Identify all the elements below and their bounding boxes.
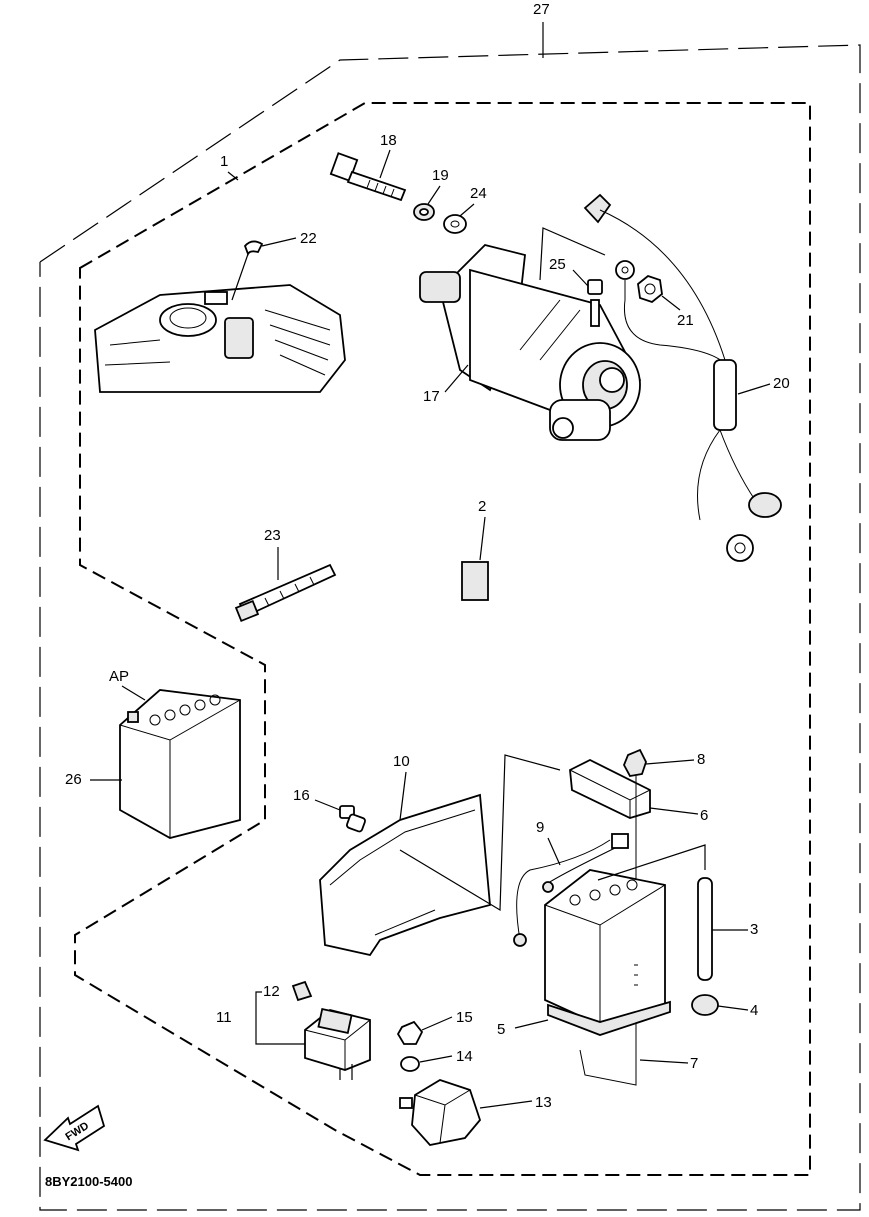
callout-1: 1: [220, 153, 228, 170]
part-9-wire: [513, 833, 629, 947]
part-18-bolt: [329, 152, 407, 202]
ap-label: AP: [109, 668, 129, 685]
callout-15: 15: [456, 1009, 473, 1026]
assembly-27-boundary: [39, 44, 861, 1211]
callout-8: 8: [697, 751, 705, 768]
callout-19: 19: [432, 167, 449, 184]
part-11-relay: [304, 1008, 371, 1080]
callout-2: 2: [478, 498, 486, 515]
callout-14: 14: [456, 1048, 473, 1065]
part-5-tray: [547, 1000, 671, 1036]
part-12-fuse: [291, 980, 313, 1002]
part-14-washer: [400, 1056, 420, 1072]
callout-26: 26: [65, 771, 82, 788]
callout-23: 23: [264, 527, 281, 544]
callout-12: 12: [263, 983, 280, 1000]
callout-16: 16: [293, 787, 310, 804]
kit-1-boundary: [74, 102, 811, 1176]
fwd-arrow-icon: FWD: [43, 1104, 106, 1152]
callout-6: 6: [700, 807, 708, 824]
callout-22: 22: [300, 230, 317, 247]
callout-3: 3: [750, 921, 758, 938]
callout-25: 25: [549, 256, 566, 273]
part-17-starter-motor: [419, 244, 642, 441]
part-13-buzzer: [399, 1079, 482, 1146]
part-23-cable-tie: [234, 563, 337, 623]
part-3-rod: [697, 877, 713, 981]
callout-5: 5: [497, 1021, 505, 1038]
part-20-cable: [583, 193, 782, 562]
part-code: 8BY2100-5400: [45, 1174, 132, 1189]
part-8-nut: [623, 748, 647, 777]
part-2-pad: [461, 561, 489, 601]
part-15-nut: [396, 1020, 424, 1045]
part-24-washer: [443, 214, 467, 234]
part-16-bolt: [339, 805, 366, 833]
part-21-nut: [637, 274, 663, 304]
callout-4: 4: [750, 1002, 758, 1019]
callout-21: 21: [677, 312, 694, 329]
callout-9: 9: [536, 819, 544, 836]
callout-10: 10: [393, 753, 410, 770]
part-22-clip: [243, 240, 264, 257]
callout-17: 17: [423, 388, 440, 405]
callout-11: 11: [216, 1009, 232, 1026]
part-25-nut: [587, 279, 603, 295]
part-26-battery: [119, 689, 241, 839]
callout-24: 24: [470, 185, 487, 202]
part-4-grommet: [691, 994, 719, 1016]
part-7-rod: [579, 964, 638, 1086]
callout-7: 7: [690, 1055, 698, 1072]
callout-13: 13: [535, 1094, 552, 1111]
part-6-bracket: [569, 758, 651, 819]
battery: [544, 869, 666, 1026]
engine-block: [94, 284, 346, 393]
part-10-cover: [319, 793, 491, 957]
callout-27: 27: [533, 1, 550, 18]
callout-20: 20: [773, 375, 790, 392]
callout-18: 18: [380, 132, 397, 149]
